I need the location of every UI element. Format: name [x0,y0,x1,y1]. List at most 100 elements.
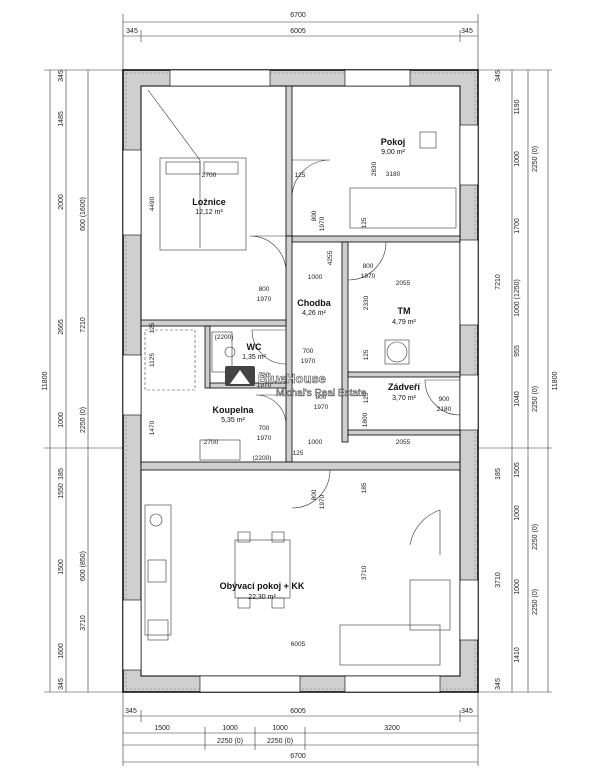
dim-in-1000a: 1000 [308,274,323,281]
dim-top-inner: 6005 [290,28,306,35]
dim-in-800b: 800 [311,210,318,221]
dim-bottom-1000a: 1000 [222,725,238,732]
room-loznice-area: 12,12 m² [195,209,223,216]
dim-top-left: 345 [126,28,138,35]
dim-in-700a: 700 [303,348,314,355]
room-loznice-name: Ložnice [192,197,226,207]
room-koupelna-area: 5,35 m² [221,417,245,424]
dim-left-1485: 1485 [58,111,65,127]
room-koupelna-name: Koupelna [212,405,254,415]
dim-in-2200b: (2200) [253,455,272,462]
dim-top-total: 6700 [290,12,306,19]
dim-right-7210: 7210 [495,274,502,290]
dim-in-2200a: (2200) [215,334,234,341]
dim-in-2180: 2180 [437,406,452,413]
dim-in-800d: 800 [316,394,327,401]
dim-left-185: 185 [58,468,65,480]
dim-left-3710: 3710 [80,615,87,631]
windows [122,69,479,693]
dim-in-1970e: 1970 [257,382,272,389]
dim-right-1000b: 1000 (1250) [514,279,521,317]
dim-in-1470: 1470 [149,420,156,435]
room-pokoj-name: Pokoj [381,137,406,147]
sofa [339,624,441,666]
room-wc-area: 1,35 m² [242,354,266,361]
watermark: BlueHouse Michal's Real Estate [225,366,367,399]
room-chodba-name: Chodba [297,298,331,308]
dim-left-1500: 1500 [58,559,65,575]
dim-in-800a: 800 [259,286,270,293]
dim-right-1000: 1000 [514,151,521,167]
dim-left-2250: 2250 (0) [80,407,87,433]
dim-in-1970c: 1970 [361,273,376,280]
washing-machine [386,341,408,363]
dim-right-345b: 345 [495,678,502,690]
dim-bottom-1000b: 1000 [272,725,288,732]
right-dimensions: 345 1190 1000 2250 (0) 1700 7210 1000 (1… [478,69,559,693]
room-labels: Ložnice 12,12 m² Pokoj 9,00 m² Chodba 4,… [192,137,420,601]
dim-left-1600: 1600 [58,643,65,659]
dim-bottom-2250a: 2250 (0) [217,738,243,745]
dim-left-total: 11800 [42,371,49,390]
dim-in-4255: 4255 [327,250,334,265]
dim-left-7210: 7210 [80,317,87,333]
dim-right-1190: 1190 [514,99,521,114]
dim-in-2055b: 2055 [396,439,411,446]
dim-in-125d: 125 [149,322,156,333]
room-pokoj-area: 9,00 m² [381,149,405,156]
dim-in-1000b: 1000 [308,439,323,446]
dim-right-185: 185 [495,468,502,480]
dim-right-3710: 3710 [495,572,502,588]
room-chodba-area: 4,26 m² [302,310,326,317]
dim-right-2250b: 2250 (0) [532,386,539,412]
bottom-dimensions: 345 6005 345 1500 1000 1000 3200 2250 (0… [122,690,479,766]
top-dimensions: 6700 6005 345 345 [122,12,479,70]
dim-right-2250c: 2250 (0) [532,524,539,550]
dim-bottom-inner: 6005 [290,708,306,715]
room-zadveri-name: Zádveří [388,382,421,392]
dim-left-2665: 2665 [58,319,65,335]
dim-left-1000: 1000 [58,412,65,428]
watermark-tagline: Michal's Real Estate [276,388,367,399]
room-tm-name: TM [398,306,411,316]
kitchen-counter [144,504,172,636]
dim-in-125b: 125 [361,217,368,228]
dim-in-1800: 1800 [362,412,369,427]
dim-in-700b: 700 [259,372,270,379]
dim-in-1125: 1125 [149,353,156,367]
dim-right-2250d: 2250 (0) [532,589,539,615]
watermark-brand: BlueHouse [258,371,326,386]
dim-in-800e: 800 [311,489,318,500]
dim-in-1970h: 1970 [319,494,326,509]
dim-left-1550: 1550 [58,483,65,499]
dim-right-1410: 1410 [514,647,521,663]
dim-in-2330: 2330 [363,295,370,310]
dim-in-2700b: 2700 [204,439,219,446]
dim-in-2700a: 2700 [202,172,217,179]
dim-right-total: 11800 [552,371,559,390]
dim-left-600: 600 (1600) [80,197,87,231]
dim-right-1000c: 1000 [514,505,521,521]
dim-in-900: 900 [439,396,450,403]
room-zadveri-area: 3,70 m² [392,395,416,402]
sink [199,439,241,461]
dim-in-6005: 6005 [291,641,306,648]
dim-right-1505: 1505 [514,462,521,478]
doors [249,159,461,555]
dim-right-345a: 345 [495,70,502,82]
dim-in-1970a: 1970 [257,296,272,303]
shower [144,329,196,391]
interior-dimensions: 2700 4490 800 1970 2830 3180 125 800 197… [149,161,452,648]
dim-bottom-3200: 3200 [384,725,400,732]
left-dimensions: 11800 345 1485 2000 600 (1600) 2665 7210… [42,69,123,693]
dim-bottom-right: 345 [461,708,473,715]
dim-bottom-total: 6700 [290,753,306,760]
dim-left-2000: 2000 [58,194,65,210]
dim-in-2830: 2830 [371,161,378,176]
dim-in-125f: 125 [293,450,304,457]
dim-right-1000d: 1000 [514,579,521,595]
dim-in-1970f: 1970 [314,404,329,411]
dim-left-345a: 345 [58,70,65,82]
toilet [211,331,233,373]
